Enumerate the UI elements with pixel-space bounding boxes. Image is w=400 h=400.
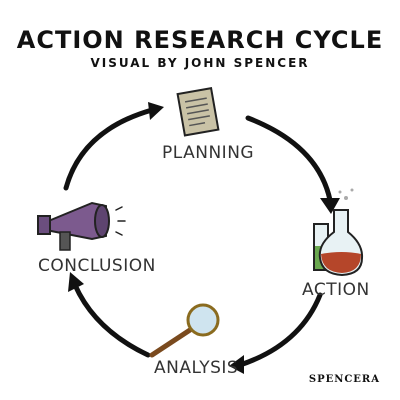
arrowhead-conclusion <box>68 272 84 292</box>
arrow-analysis-to-conclusion <box>72 282 151 358</box>
flask-icon <box>313 188 364 277</box>
arrowhead-analysis <box>229 355 244 374</box>
magnifying-glass-icon <box>149 303 220 358</box>
arrow-planning-to-action <box>245 115 333 203</box>
diagram-title: ACTION RESEARCH CYCLE <box>16 26 384 54</box>
megaphone-icon <box>37 201 126 251</box>
credit-mark: SPENCERA <box>308 374 380 385</box>
stage-label-analysis: ANALYSIS <box>154 358 239 378</box>
arrow-conclusion-to-planning <box>63 107 155 191</box>
document-icon <box>176 87 220 137</box>
arrowhead-planning <box>148 102 164 120</box>
diagram-subtitle: VISUAL BY JOHN SPENCER <box>90 56 310 70</box>
stage-label-conclusion: CONCLUSION <box>38 256 156 276</box>
stage-label-planning: PLANNING <box>162 143 255 163</box>
arrowhead-action <box>320 198 340 214</box>
arrow-action-to-analysis <box>237 292 323 368</box>
stage-label-action: ACTION <box>302 280 370 300</box>
